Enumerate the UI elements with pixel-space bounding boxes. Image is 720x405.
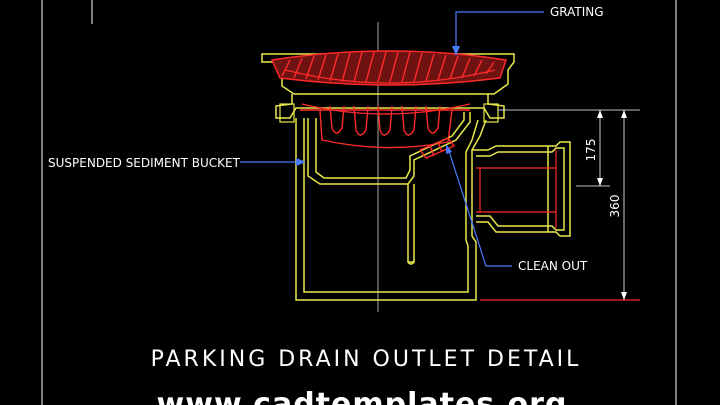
- clean-out-label: CLEAN OUT: [518, 259, 588, 273]
- bucket-label: SUSPENDED SEDIMENT BUCKET: [48, 156, 241, 170]
- leader-arrows: [296, 46, 460, 166]
- dimension-lines: [498, 109, 640, 300]
- clean-out-plug: [418, 137, 456, 159]
- leader-lines: [240, 11, 544, 267]
- sediment-bucket: [300, 103, 471, 149]
- dimension-upper: 175: [584, 139, 598, 162]
- watermark-url: www.cadtemplates.org: [157, 387, 568, 405]
- drain-body: [295, 112, 571, 301]
- grating-assembly: [261, 50, 515, 95]
- sheet-frame: [41, 0, 677, 405]
- drain-collar: [275, 94, 505, 123]
- grating-label: GRATING: [550, 5, 604, 19]
- dimension-arrows: [597, 110, 627, 300]
- grating-underside: [284, 69, 496, 84]
- grating-top: [270, 50, 507, 86]
- drawing-title: PARKING DRAIN OUTLET DETAIL: [151, 347, 582, 372]
- dimension-overall: 360: [608, 195, 622, 218]
- outlet-pipe: [476, 150, 640, 301]
